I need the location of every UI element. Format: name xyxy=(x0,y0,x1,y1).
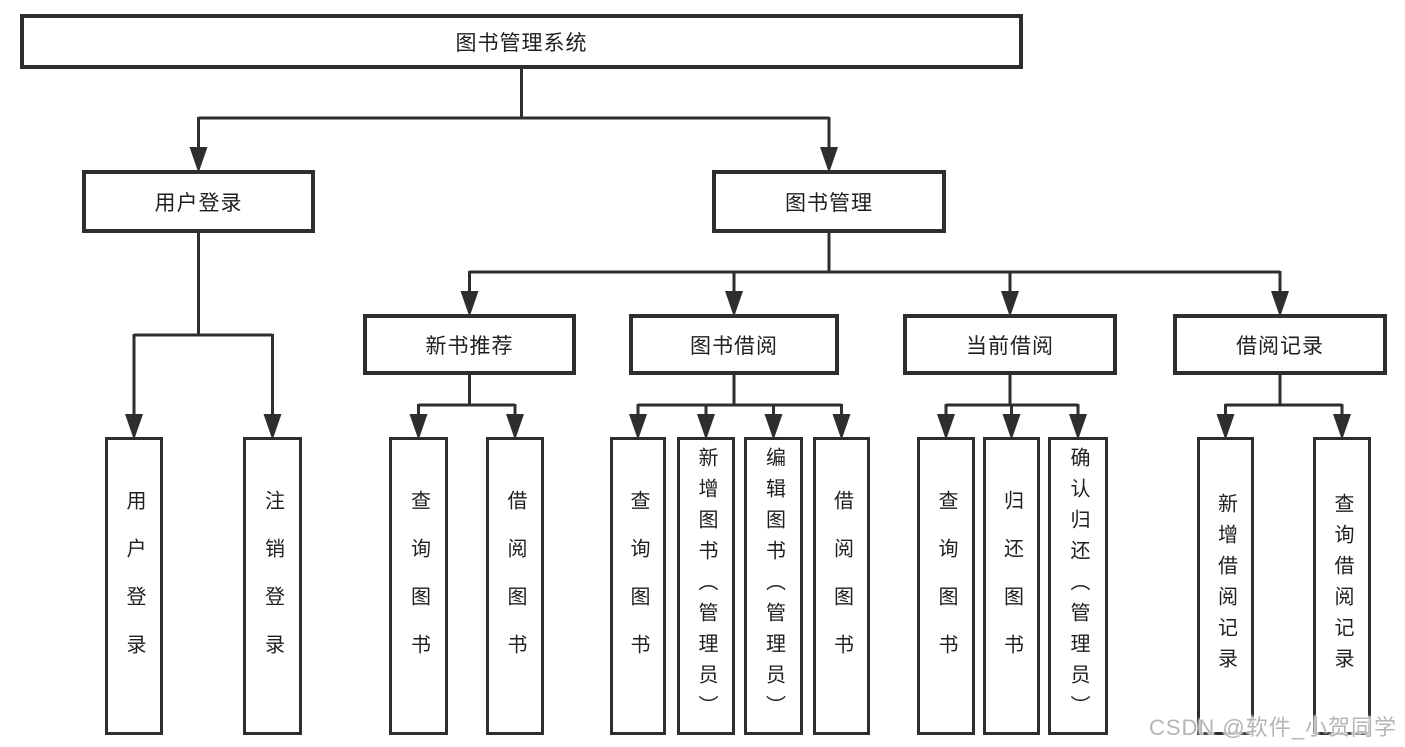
connector-arrowhead xyxy=(1333,414,1351,440)
connector-arrowhead xyxy=(409,414,428,440)
connector-arrowhead xyxy=(832,414,851,440)
connector-arrowhead xyxy=(189,147,208,173)
connector-arrowhead xyxy=(725,291,743,317)
node-borrow-records: 借阅记录 xyxy=(1173,314,1387,375)
connector-arrowhead xyxy=(1271,291,1289,317)
node-root: 图书管理系统 xyxy=(20,14,1023,69)
node-leaf-cb-query: 查询图书 xyxy=(917,437,975,735)
connector-arrowhead xyxy=(125,414,143,440)
node-leaf-cb-return: 归还图书 xyxy=(983,437,1040,735)
node-new-books: 新书推荐 xyxy=(363,314,576,375)
node-leaf-login: 用户登录 xyxy=(105,437,163,735)
node-leaf-logout: 注销登录 xyxy=(243,437,302,735)
node-leaf-br-add: 新增借阅记录 xyxy=(1197,437,1254,735)
connector-arrowhead xyxy=(1002,414,1021,440)
node-leaf-br-query: 查询借阅记录 xyxy=(1313,437,1371,735)
node-book-borrow: 图书借阅 xyxy=(629,314,839,375)
connector-arrowhead xyxy=(764,414,783,440)
node-leaf-bb-borrow: 借阅图书 xyxy=(813,437,870,735)
connector-arrowhead xyxy=(460,291,479,317)
node-leaf-bb-edit: 编辑图书（管理员） xyxy=(744,437,803,735)
connector-arrowhead xyxy=(820,147,838,173)
connector-arrowhead xyxy=(1216,414,1235,440)
node-leaf-bb-query: 查询图书 xyxy=(610,437,666,735)
connector-arrowhead xyxy=(629,414,647,440)
node-leaf-bb-add: 新增图书（管理员） xyxy=(677,437,735,735)
node-leaf-nb-query: 查询图书 xyxy=(389,437,448,735)
node-book-mgmt: 图书管理 xyxy=(712,170,946,233)
connector-arrowhead xyxy=(937,414,955,440)
connector-arrowhead xyxy=(506,414,524,440)
node-leaf-cb-confirm: 确认归还（管理员） xyxy=(1048,437,1108,735)
connector-arrowhead xyxy=(697,414,715,440)
node-leaf-nb-borrow: 借阅图书 xyxy=(486,437,544,735)
node-current-borrow: 当前借阅 xyxy=(903,314,1117,375)
connector-arrowhead xyxy=(1069,414,1087,440)
connector-arrowhead xyxy=(263,414,282,440)
watermark: CSDN @软件_小贺同学 xyxy=(1148,715,1397,740)
node-user-login: 用户登录 xyxy=(82,170,315,233)
connector-arrowhead xyxy=(1001,291,1019,317)
